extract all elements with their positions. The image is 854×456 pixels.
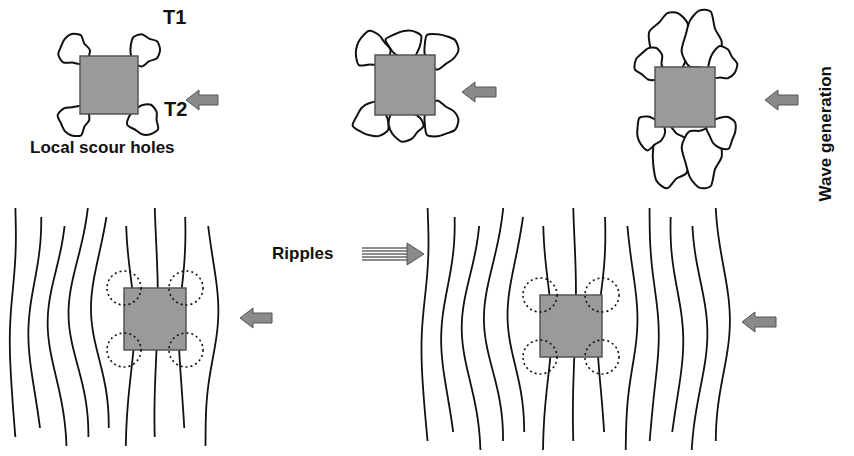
ripple-line xyxy=(69,208,89,437)
pier-square xyxy=(540,295,602,357)
ripple-line xyxy=(205,226,218,446)
ripple-line xyxy=(421,208,428,441)
pointer-head xyxy=(407,243,424,265)
ripple-line xyxy=(91,217,109,428)
ripple-lines xyxy=(10,208,730,450)
ripples-pointer xyxy=(362,243,424,265)
scour-hole xyxy=(389,113,424,141)
ripple-line xyxy=(10,208,16,437)
ripple-line xyxy=(462,226,481,450)
scour-circle xyxy=(169,333,203,367)
ripple-line xyxy=(601,217,606,295)
ripple-line xyxy=(573,357,574,441)
ripple-line xyxy=(28,217,41,428)
ripple-line xyxy=(573,208,576,295)
scour-holes xyxy=(58,10,738,189)
scour-circle xyxy=(107,271,141,305)
pointer-stripe xyxy=(362,259,408,261)
scour-circle xyxy=(585,340,619,374)
caption-label: Local scour holes xyxy=(30,138,175,158)
ripple-line xyxy=(508,217,525,432)
pointer-stripe xyxy=(362,253,408,255)
ripple-line xyxy=(650,208,659,441)
ripple-line xyxy=(179,350,184,428)
flow-arrow xyxy=(186,90,218,110)
ripple-line xyxy=(126,226,132,288)
flow-arrows xyxy=(186,82,798,332)
pointer-stripe xyxy=(362,247,408,249)
scour-circle xyxy=(107,333,141,367)
flow-arrow xyxy=(742,312,776,332)
pier-square xyxy=(655,67,715,127)
caption-label: Ripples xyxy=(272,244,333,264)
ripple-line xyxy=(484,208,503,441)
ripple-line xyxy=(441,217,455,432)
flow-arrow xyxy=(462,82,496,102)
depth-marker: T2 xyxy=(164,98,187,121)
depth-marker: T1 xyxy=(163,6,186,29)
scour-circle xyxy=(523,278,557,312)
ripple-line xyxy=(48,226,67,446)
side-note: Wave generation xyxy=(816,14,836,254)
pier-square xyxy=(375,55,435,115)
ripple-line xyxy=(671,217,684,432)
pointer-stripe xyxy=(362,250,408,252)
ripple-line xyxy=(692,226,708,450)
ripple-line xyxy=(154,350,156,437)
ripple-line xyxy=(182,217,186,288)
ripple-line xyxy=(543,226,549,295)
flow-arrow xyxy=(240,308,272,328)
ripple-line xyxy=(126,350,134,446)
flow-arrow xyxy=(765,90,798,110)
scour-circle xyxy=(169,271,203,305)
ripple-line xyxy=(598,357,604,432)
pointer-stripe xyxy=(362,256,408,258)
ripple-line xyxy=(716,208,730,441)
ripple-line xyxy=(626,226,638,450)
ripple-line xyxy=(155,208,158,288)
pier-square xyxy=(80,56,138,114)
pier-square xyxy=(124,288,186,350)
scour-circle xyxy=(523,340,557,374)
scour-circle xyxy=(585,278,619,312)
piers xyxy=(80,55,715,374)
